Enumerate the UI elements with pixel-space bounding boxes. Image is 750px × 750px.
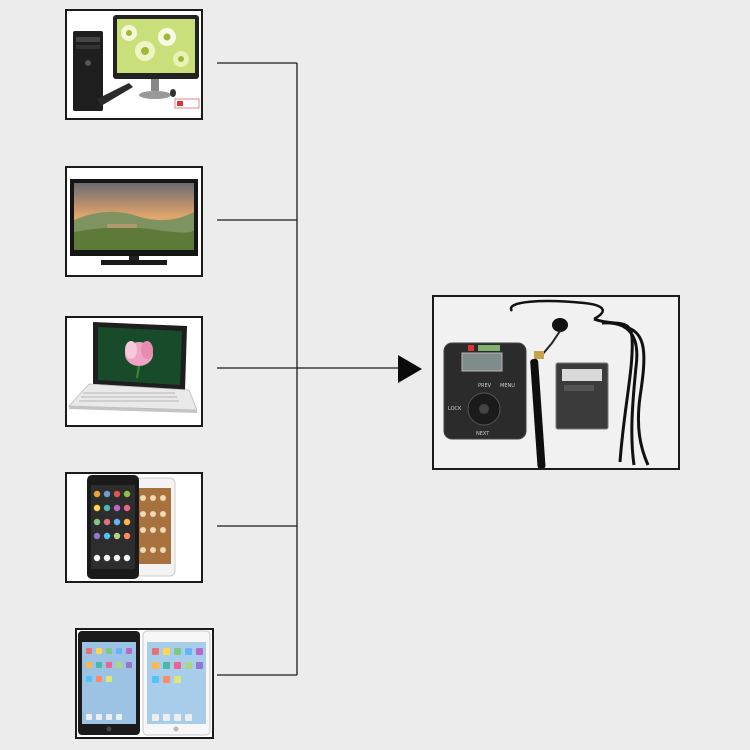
source-smartphone — [65, 472, 203, 583]
arrowhead — [398, 355, 422, 383]
desktop-computer-icon — [67, 11, 201, 118]
smartphone-icon — [67, 474, 201, 581]
tablet-icon — [77, 630, 212, 737]
laptop-icon — [67, 318, 201, 425]
flat-tv-icon — [67, 168, 201, 275]
label-prev: PREV — [478, 383, 492, 389]
label-menu: MENU — [500, 383, 515, 389]
label-next: NEXT — [476, 431, 490, 437]
label-lock: LOCK — [448, 406, 462, 412]
source-tablet — [75, 628, 214, 739]
source-laptop — [65, 316, 203, 427]
source-desktop-pc — [65, 9, 203, 120]
target-transmitter-kit: PREV MENU LOCK NEXT — [432, 295, 680, 470]
source-television — [65, 166, 203, 277]
audio-transmitter-icon: PREV MENU LOCK NEXT — [434, 297, 678, 468]
